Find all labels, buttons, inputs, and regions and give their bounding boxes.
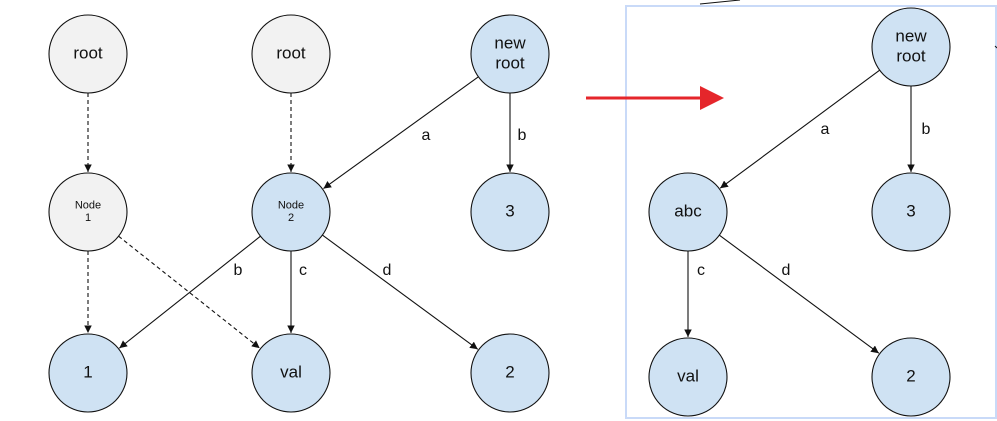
left-node-circle — [48, 333, 128, 413]
left-node-label-line: root — [495, 53, 525, 72]
right-node-label: val — [677, 366, 699, 385]
left-node-label: 2 — [505, 362, 514, 381]
left-edge-node2-n2 — [322, 234, 479, 350]
left-node-circle — [470, 14, 550, 94]
left-node-label-line: Node — [75, 200, 101, 212]
right-node-circle — [871, 337, 951, 417]
right-edge-label-d: d — [782, 262, 791, 279]
left-edges: a b b c d — [84, 76, 527, 350]
left-node-label-line: new — [494, 34, 526, 53]
transition-arrow — [586, 86, 724, 110]
right-node-n3: 3 — [871, 172, 951, 252]
left-node-circle — [48, 172, 128, 252]
left-node-val: val — [251, 333, 331, 413]
right-edge-newroot-abc — [719, 69, 880, 189]
right-edge-abc-n2 — [719, 234, 880, 354]
left-node-circle — [251, 172, 331, 252]
left-node-label: val — [280, 362, 302, 381]
left-node-root1: root — [48, 14, 128, 94]
right-node-label-line: new — [895, 27, 927, 46]
left-node-label-line: 2 — [288, 212, 294, 224]
right-node-circle — [648, 337, 728, 417]
left-edge-label-b: b — [518, 127, 527, 144]
left-node-label-line: Node — [278, 200, 304, 212]
left-node-circle — [48, 14, 128, 94]
right-node-label: 2 — [906, 366, 915, 385]
right-node-circle — [871, 172, 951, 252]
left-node-n3: 3 — [470, 172, 550, 252]
right-edges: a b c d — [684, 69, 931, 354]
left-node-label: root — [73, 43, 103, 62]
right-edge-label-a: a — [821, 121, 830, 138]
right-node-val: val — [648, 337, 728, 417]
left-node-label: root — [276, 43, 306, 62]
left-edge-label-c: c — [299, 262, 307, 279]
right-node-circle — [648, 172, 728, 252]
right-edge-label-b: b — [922, 121, 931, 138]
left-node-label: 3 — [505, 201, 514, 220]
left-node-circle — [470, 333, 550, 413]
right-node-label-line: root — [896, 46, 926, 65]
left-edge-label-b: b — [234, 262, 243, 279]
left-edge-label-d: d — [383, 262, 392, 279]
right-node-circle — [871, 7, 951, 87]
left-node-circle — [470, 172, 550, 252]
right-node-n2: 2 — [871, 337, 951, 417]
right-panel-top-edge-fragment — [699, 0, 741, 5]
left-node-circle — [251, 14, 331, 94]
transition-arrow-head — [700, 86, 724, 110]
left-node-circle — [251, 333, 331, 413]
left-node-root2: root — [251, 14, 331, 94]
left-node-label-line: 1 — [85, 212, 91, 224]
left-edge-label-a: a — [422, 127, 431, 144]
left-node-label: 1 — [83, 362, 92, 381]
left-edge-node2-n1 — [118, 235, 261, 349]
left-edge-newroot-node2 — [323, 76, 479, 190]
left-node-n2: 2 — [470, 333, 550, 413]
right-node-label: 3 — [906, 201, 915, 220]
right-node-label: abc — [674, 201, 702, 220]
right-edge-label-c: c — [697, 262, 705, 279]
left-node-n1: 1 — [48, 333, 128, 413]
left-edge-node1-val — [118, 235, 261, 349]
right-node-abc: abc — [648, 172, 728, 252]
